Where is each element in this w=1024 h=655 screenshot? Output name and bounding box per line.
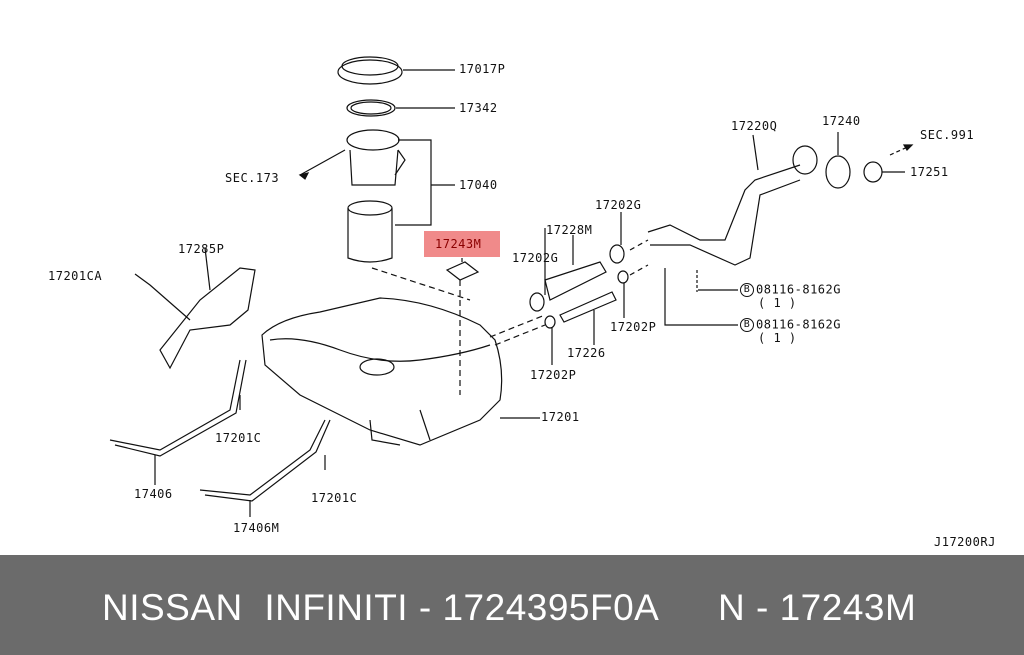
filler-cap-part <box>825 155 851 189</box>
footer-diagram-part: N - 17243M <box>718 587 917 628</box>
bolt-b-part-number: 08116-8162G <box>756 317 841 332</box>
gasket-part <box>346 99 396 117</box>
label-17251: 17251 <box>910 165 949 179</box>
diagram-linework <box>109 56 914 517</box>
label-17406m: 17406M <box>233 521 280 535</box>
band-17406m-part <box>199 419 326 496</box>
filler-tube-part <box>647 164 801 241</box>
label-17220q: 17220Q <box>731 119 778 133</box>
label-sec991: SEC.991 <box>920 128 975 142</box>
pump-top-part <box>346 129 400 151</box>
bolt-symbol-icon: B <box>740 283 754 297</box>
protector-part <box>159 267 256 370</box>
label-17202g-a: 17202G <box>512 251 559 265</box>
bolt-b-qty: ( 1 ) <box>758 331 797 345</box>
label-17201: 17201 <box>541 410 580 424</box>
label-17240: 17240 <box>822 114 861 128</box>
label-17202p-b: 17202P <box>530 368 577 382</box>
label-17017p: 17017P <box>459 62 506 76</box>
label-sec173: SEC.173 <box>225 171 280 185</box>
label-17228m: 17228M <box>546 223 593 237</box>
band-17406-part <box>109 359 241 451</box>
footer-brand-part-number: NISSAN INFINITI - 1724395F0A <box>102 587 660 628</box>
label-17201ca: 17201CA <box>48 269 103 283</box>
bolt-a-part-number: 08116-8162G <box>756 282 841 297</box>
bolt-symbol-icon: B <box>740 318 754 332</box>
highlighted-part-label: 17243M <box>424 231 500 257</box>
clamp-part <box>529 292 545 312</box>
lock-ring-part <box>337 59 403 85</box>
label-17226: 17226 <box>567 346 606 360</box>
part-17243m-shape <box>445 261 480 281</box>
footer-banner: NISSAN INFINITI - 1724395F0A N - 17243M <box>0 555 1024 655</box>
bolt-a-qty: ( 1 ) <box>758 296 797 310</box>
parts-diagram: 17017P 17342 SEC.173 17040 17243M 17285P… <box>48 56 996 549</box>
label-17285p: 17285P <box>178 242 225 256</box>
label-17406: 17406 <box>134 487 173 501</box>
label-17202p-a: 17202P <box>610 320 657 334</box>
label-17040: 17040 <box>459 178 498 192</box>
hose-17228m-part <box>544 261 607 301</box>
hose-17226-part <box>559 291 617 323</box>
fuel-tank-part <box>261 297 503 446</box>
label-17342: 17342 <box>459 101 498 115</box>
label-17201c-a: 17201C <box>215 431 262 445</box>
label-17243m: 17243M <box>435 237 482 251</box>
pump-body-part <box>347 200 393 216</box>
label-17202g-b: 17202G <box>595 198 642 212</box>
label-17201c-b: 17201C <box>311 491 358 505</box>
diagram-code: J17200RJ <box>934 535 996 549</box>
